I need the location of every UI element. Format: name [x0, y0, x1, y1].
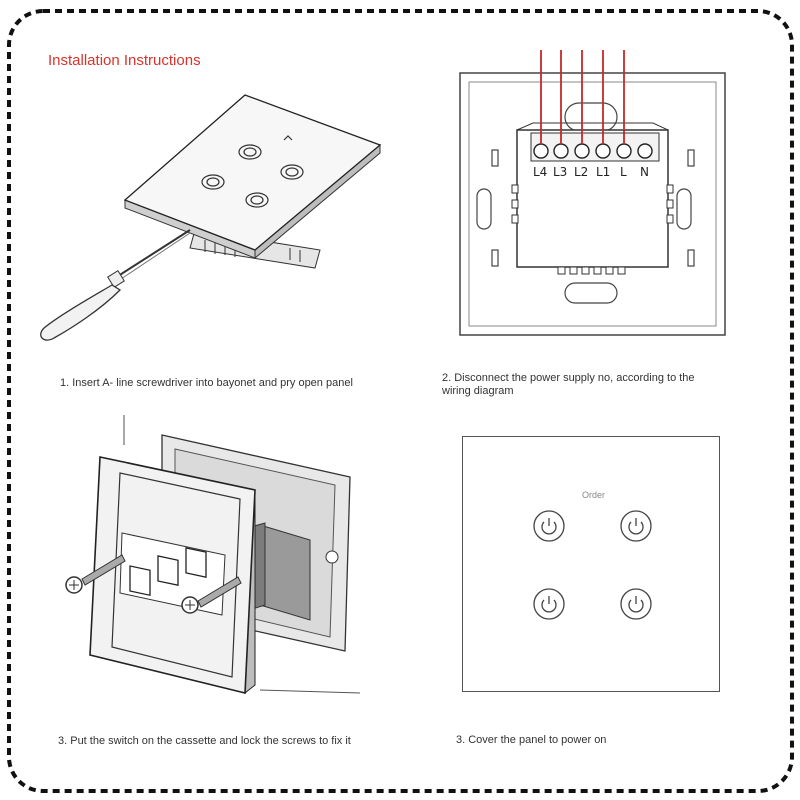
- power-button-2[interactable]: [620, 510, 652, 542]
- terminal-label-l1: L1: [596, 165, 610, 179]
- terminal-label-l: L: [620, 165, 627, 179]
- step1-caption: 1. Insert A- line screwdriver into bayon…: [60, 377, 353, 389]
- step4-caption: 3. Cover the panel to power on: [456, 734, 607, 746]
- brand-label: Order: [582, 490, 605, 500]
- page-title: Installation Instructions: [48, 52, 201, 69]
- step3-caption: 3. Put the switch on the cassette and lo…: [58, 735, 351, 747]
- power-button-3[interactable]: [533, 588, 565, 620]
- terminal-label-l3: L3: [553, 165, 567, 179]
- step3-illustration: [65, 415, 361, 695]
- power-button-1[interactable]: [533, 510, 565, 542]
- terminal-label-n: N: [640, 165, 649, 179]
- terminal-label-l2: L2: [574, 165, 588, 179]
- terminal-label-l4: L4: [533, 165, 547, 179]
- step2-caption: 2. Disconnect the power supply no, accor…: [442, 372, 695, 397]
- step1-illustration: [40, 94, 382, 341]
- step2-wiring-diagram: L4 L3 L2 L1 L N: [459, 50, 726, 336]
- power-button-4[interactable]: [620, 588, 652, 620]
- step4-panel: Order: [462, 436, 720, 692]
